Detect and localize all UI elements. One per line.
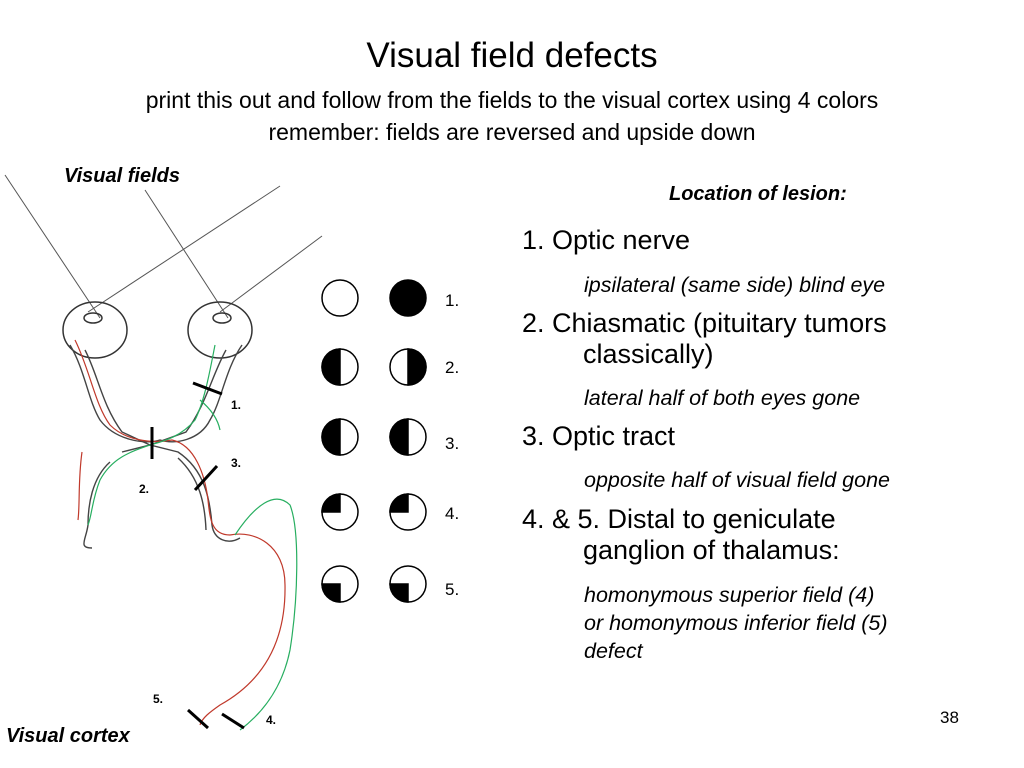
slide-title: Visual field defects xyxy=(366,36,658,75)
field-circle-left xyxy=(321,279,359,317)
lesion-heading-4-line1: 4. & 5. Distal to geniculate xyxy=(522,504,836,534)
visual-fields-label: Visual fields xyxy=(64,165,180,187)
lesion-label-2: 2. xyxy=(139,482,150,496)
lesion-heading-4-line2: ganglion of thalamus: xyxy=(583,535,840,565)
green-pathway xyxy=(87,344,298,731)
slide-subtitle-line1: print this out and follow from the field… xyxy=(145,87,879,113)
page-number: 38 xyxy=(940,708,959,727)
lesion-heading-2-line2: classically) xyxy=(583,339,714,369)
lesion-detail-4-line3: defect xyxy=(584,639,643,663)
sight-line xyxy=(4,174,101,319)
field-row-number: 2. xyxy=(445,358,460,377)
location-of-lesion-label: Location of lesion: xyxy=(669,183,847,205)
left-eye xyxy=(62,301,128,359)
field-circle-right xyxy=(389,279,427,317)
lesion-heading-2-line1: 2. Chiasmatic (pituitary tumors xyxy=(522,308,887,338)
sight-line xyxy=(87,185,281,313)
lesion-marker-1 xyxy=(192,381,223,396)
lesion-detail-3: opposite half of visual field gone xyxy=(584,468,890,492)
lesion-heading-2: 2. Chiasmatic (pituitary tumors classica… xyxy=(522,308,887,370)
lesion-heading-4: 4. & 5. Distal to geniculate ganglion of… xyxy=(522,504,840,566)
lesion-heading-3: 3. Optic tract xyxy=(522,421,676,451)
red-pathway xyxy=(74,339,286,726)
lesion-marker-5 xyxy=(186,708,210,730)
lesion-label-5: 5. xyxy=(153,692,164,706)
field-row-number: 3. xyxy=(445,434,460,453)
lesion-detail-4-line2: or homonymous inferior field (5) xyxy=(584,611,888,635)
sight-line xyxy=(144,189,229,319)
field-row-number: 1. xyxy=(445,291,460,310)
optic-pathway-outline xyxy=(69,344,243,549)
lesion-marker-4 xyxy=(221,712,245,730)
lesion-label-1: 1. xyxy=(231,398,242,412)
lesion-marker-3 xyxy=(193,464,219,492)
sight-line xyxy=(219,235,323,313)
visual-cortex-label: Visual cortex xyxy=(6,725,130,747)
lesion-detail-1: ipsilateral (same side) blind eye xyxy=(584,273,886,297)
slide-subtitle-line2: remember: fields are reversed and upside… xyxy=(268,119,756,145)
lesion-label-4: 4. xyxy=(266,713,277,727)
lesion-detail-4-line1: homonymous superior field (4) xyxy=(584,583,875,607)
field-row-number: 5. xyxy=(445,580,460,599)
field-row-number: 4. xyxy=(445,504,460,523)
lesion-detail-4: homonymous superior field (4) or homonym… xyxy=(584,581,888,665)
lesion-detail-2: lateral half of both eyes gone xyxy=(584,386,861,410)
right-eye xyxy=(187,301,253,359)
lesion-label-3: 3. xyxy=(231,456,242,470)
lesion-heading-1: 1. Optic nerve xyxy=(522,225,691,255)
